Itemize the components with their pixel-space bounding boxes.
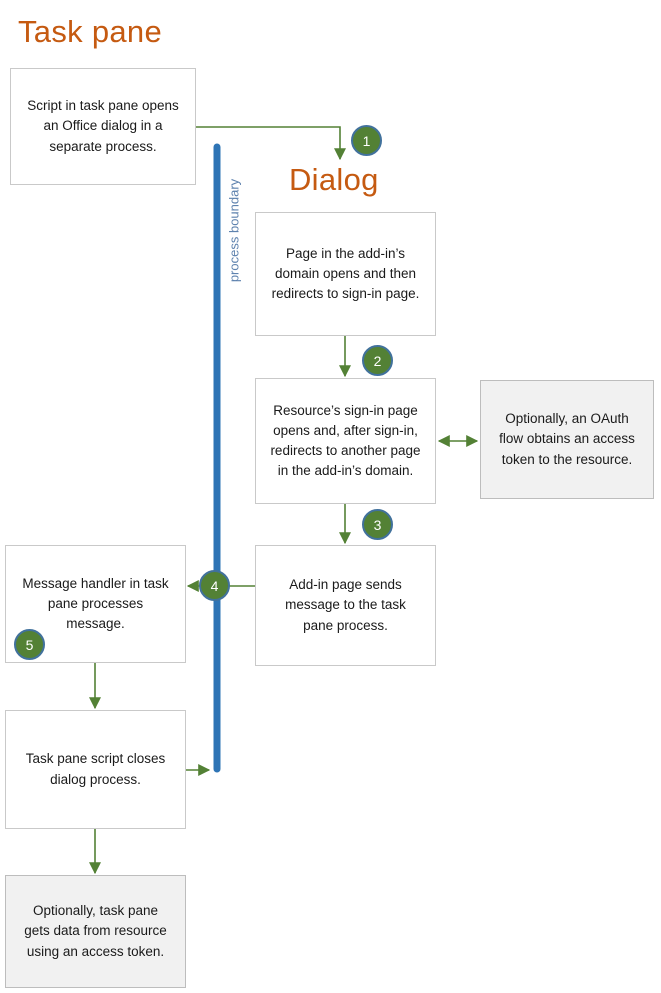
- step-circle-1: 1: [351, 125, 382, 156]
- box-resource-signin-text: Resource’s sign-in page opens and, after…: [270, 402, 421, 479]
- step-circle-2: 2: [362, 345, 393, 376]
- box-oauth-optional: Optionally, an OAuth flow obtains an acc…: [480, 380, 654, 499]
- box-page-opens-redirects-text: Page in the add-in’s domain opens and th…: [271, 245, 420, 302]
- process-boundary-label: process boundary: [226, 178, 242, 283]
- arrow-taskpane-to-dialog: [196, 126, 346, 161]
- box-taskpane-closes-dialog-text: Task pane script closes dialog process.: [25, 751, 166, 787]
- box-oauth-optional-text: Optionally, an OAuth flow obtains an acc…: [499, 411, 635, 467]
- dialog-heading: Dialog: [289, 162, 379, 197]
- box-addin-sends-message-text: Add-in page sends message to the task pa…: [285, 577, 406, 633]
- box-optional-get-data: Optionally, task pane gets data from res…: [5, 875, 186, 988]
- step-circle-4: 4: [199, 570, 230, 601]
- box-script-opens-dialog: Script in task pane opens an Office dial…: [10, 68, 196, 185]
- box-taskpane-closes-dialog: Task pane script closes dialog process.: [5, 710, 186, 829]
- box-optional-get-data-text: Optionally, task pane gets data from res…: [24, 903, 167, 959]
- step-circle-3: 3: [362, 509, 393, 540]
- task-pane-heading: Task pane: [18, 14, 163, 49]
- box-addin-sends-message: Add-in page sends message to the task pa…: [255, 545, 436, 666]
- box-page-opens-redirects: Page in the add-in’s domain opens and th…: [255, 212, 436, 336]
- box-script-opens-dialog-text: Script in task pane opens an Office dial…: [27, 98, 179, 154]
- step-circle-5: 5: [14, 629, 45, 660]
- box-message-handler-text: Message handler in task pane processes m…: [22, 575, 169, 632]
- box-resource-signin: Resource’s sign-in page opens and, after…: [255, 378, 436, 504]
